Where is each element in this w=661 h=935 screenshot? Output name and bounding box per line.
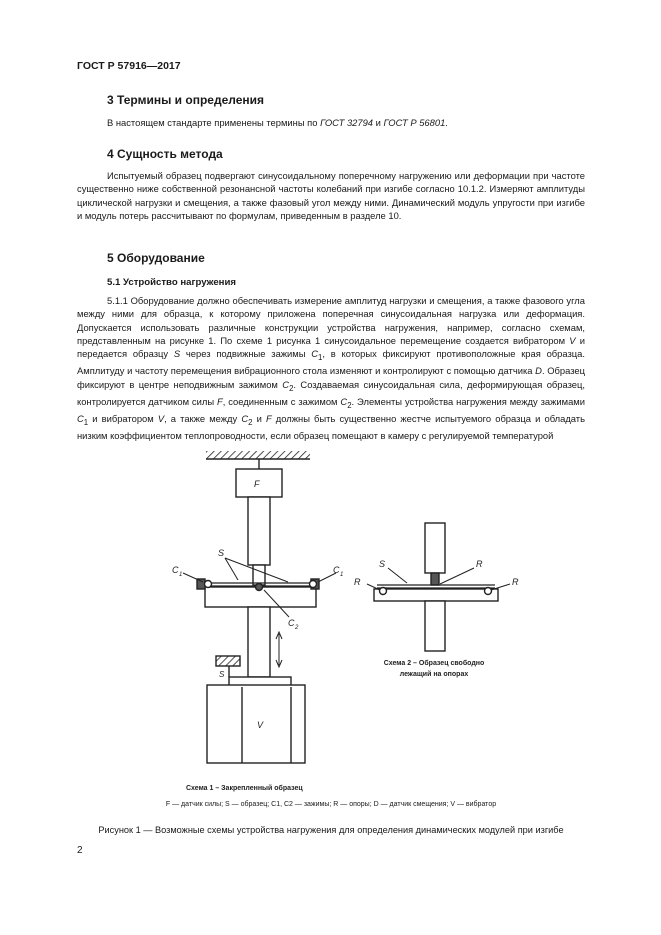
section-3-heading: 3 Термины и определения bbox=[107, 93, 265, 107]
ceiling-hatch bbox=[206, 451, 310, 459]
fixed-clamp-c2 bbox=[252, 564, 266, 586]
label-c-right-sub: 1 bbox=[340, 572, 343, 578]
label-c-right: C bbox=[333, 565, 340, 575]
section-4-heading: 4 Сущность метода bbox=[107, 147, 223, 161]
section-3-text: В настоящем стандарте применены термины … bbox=[107, 116, 585, 129]
label-s: S bbox=[218, 548, 224, 558]
figure-caption: Рисунок 1 — Возможные схемы устройства н… bbox=[98, 825, 564, 835]
label-r-left: R bbox=[354, 577, 361, 587]
text-fragment: и вибратором bbox=[88, 413, 158, 424]
figure-legend: F — датчик силы; S — образец; C1, C2 — з… bbox=[165, 801, 497, 808]
text-fragment: 5.1.1 Оборудование должно обеспечивать и… bbox=[77, 295, 585, 346]
scheme-2-caption-line-1: Схема 2 – Образец свободно bbox=[384, 659, 485, 667]
clamp-bolt-left bbox=[203, 579, 213, 589]
page-number: 2 bbox=[77, 845, 83, 856]
lower-rod bbox=[424, 600, 446, 652]
subscript: 2 bbox=[289, 383, 294, 393]
symbol-c: C bbox=[340, 395, 348, 407]
leader-r-top bbox=[439, 567, 475, 585]
label-s-sensor: S bbox=[219, 670, 225, 679]
symbol-f: F bbox=[216, 395, 223, 407]
text-fragment: В настоящем стандарте применены термины … bbox=[107, 117, 321, 128]
leader-c1-right bbox=[317, 572, 337, 583]
symbol-v: V bbox=[569, 334, 576, 346]
upper-column bbox=[247, 496, 271, 566]
scheme-2-caption-line-2: лежащий на опорах bbox=[400, 670, 469, 678]
symbol-v: V bbox=[157, 413, 165, 424]
text-fragment: . bbox=[445, 117, 448, 128]
leader-r-left bbox=[366, 583, 381, 591]
text-fragment: и передается образцу bbox=[77, 334, 585, 360]
leader-r-right bbox=[490, 583, 511, 591]
label-c2: C bbox=[288, 618, 295, 628]
symbol-s: S bbox=[173, 348, 181, 360]
symbol-c: C bbox=[77, 413, 84, 424]
subscript: 1 bbox=[318, 353, 323, 363]
loading-tip bbox=[430, 572, 440, 586]
vibrator-v bbox=[206, 684, 306, 764]
text-fragment: должны быть существенно жестче испытуемо… bbox=[77, 413, 585, 442]
section-5-heading: 5 Оборудование bbox=[107, 251, 205, 265]
label-c2-sub: 2 bbox=[294, 625, 299, 631]
label-r-right: R bbox=[512, 577, 519, 587]
leader-c1-left bbox=[182, 572, 204, 583]
document-header: ГОСТ Р 57916—2017 bbox=[77, 60, 181, 72]
scheme-1-caption: Схема 1 – Закрепленный образец bbox=[186, 784, 303, 792]
text-fragment: , а также между bbox=[164, 413, 242, 424]
subscript: 2 bbox=[347, 400, 352, 410]
center-clamp-bolt bbox=[254, 582, 264, 592]
section-4-text: Испытуемый образец подвергают синусоидал… bbox=[77, 170, 585, 221]
figure-1-diagram: F S C 1 C 1 C 2 S V Схема 1 – Закрепленн… bbox=[172, 451, 519, 792]
leader-s-left bbox=[224, 557, 239, 581]
scheme-1-drawing bbox=[182, 451, 337, 764]
subscript: 2 bbox=[248, 417, 253, 427]
symbol-c: C bbox=[311, 348, 319, 360]
section-5-1-1-text: 5.1.1 Оборудование должно обеспечивать и… bbox=[77, 294, 585, 442]
clamp-bolt-right bbox=[308, 579, 318, 589]
upper-rod bbox=[424, 522, 446, 574]
text-fragment: и bbox=[252, 413, 266, 424]
label-v: V bbox=[257, 720, 264, 730]
symbol-f: F bbox=[265, 413, 272, 424]
label-c-left: C bbox=[172, 565, 179, 575]
leader-s-right bbox=[224, 557, 289, 583]
leader-s-2 bbox=[387, 567, 408, 584]
symbol-d: D bbox=[535, 365, 542, 377]
text-fragment: через подвижные зажимы bbox=[180, 348, 312, 360]
text-fragment: . Элементы устройства нагружения между з… bbox=[351, 395, 585, 407]
text-fragment: . Создаваемая синусоидальная сила, дефор… bbox=[77, 378, 585, 407]
section-5-1-heading: 5.1 Устройство нагружения bbox=[107, 277, 236, 288]
label-r-top: R bbox=[476, 559, 483, 569]
support-table bbox=[373, 588, 499, 602]
subscript: 1 bbox=[83, 417, 89, 427]
symbol-c: C bbox=[282, 378, 290, 390]
leader-c2 bbox=[263, 589, 290, 618]
reference-gost-32794: ГОСТ 32794 bbox=[320, 117, 374, 128]
label-c-left-sub: 1 bbox=[179, 572, 182, 578]
text-fragment: , в которых фиксируют противоположные кр… bbox=[77, 348, 585, 377]
motion-arrowheads bbox=[275, 630, 283, 669]
text-fragment: , соединенным с зажимом bbox=[222, 395, 341, 407]
displacement-sensor-d bbox=[215, 655, 241, 667]
label-s-2: S bbox=[379, 559, 385, 569]
support-r-right bbox=[483, 586, 493, 596]
reference-gost-r-56801: ГОСТ Р 56801 bbox=[383, 117, 446, 128]
support-r-left bbox=[378, 586, 388, 596]
text-fragment: и bbox=[373, 117, 384, 128]
scheme-2-drawing bbox=[366, 522, 511, 652]
text-fragment: . Образец фиксируют в центре неподвижным… bbox=[77, 365, 585, 390]
symbol-c: C bbox=[241, 413, 249, 424]
label-f: F bbox=[254, 479, 260, 489]
lower-column bbox=[247, 606, 271, 678]
